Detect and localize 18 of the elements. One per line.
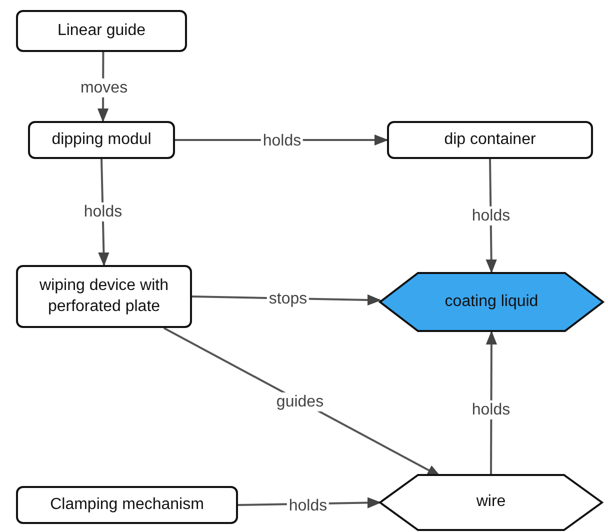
hexagon-node [380, 272, 603, 332]
edge-label: holds [470, 400, 512, 420]
node-label: wire [476, 492, 506, 512]
node-label: coating liquid [444, 292, 538, 312]
node-label: Linear guide [57, 20, 146, 41]
node-label: wiping device with perforated plate [38, 276, 170, 316]
process-box [28, 121, 175, 159]
node-label: dip container [444, 130, 536, 150]
edge-label: holds [82, 202, 124, 222]
edge-label: guides [274, 392, 326, 412]
process-box [387, 121, 593, 159]
node-label: Clamping mechanism [50, 494, 204, 515]
process-box [16, 265, 192, 328]
process-box [16, 486, 238, 524]
hexagon-node [380, 474, 602, 531]
node-label: dipping modul [52, 130, 152, 150]
process-box [16, 10, 187, 52]
edge-label: holds [470, 206, 512, 226]
